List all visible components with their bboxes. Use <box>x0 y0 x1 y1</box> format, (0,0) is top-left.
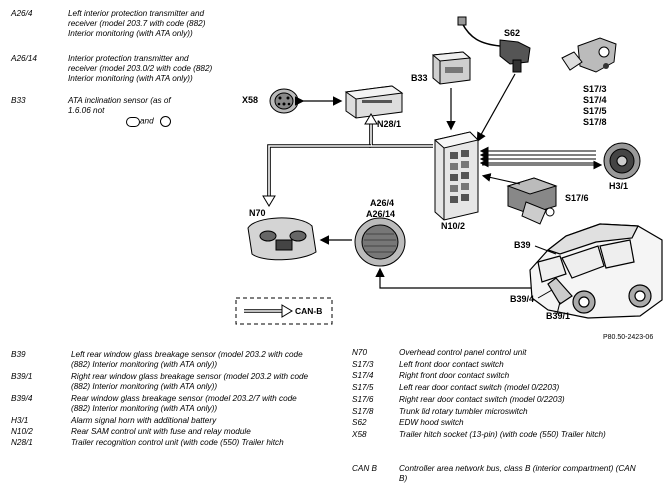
label-b39-1: B39/1 <box>546 311 571 321</box>
label-can-b: CAN-B <box>295 306 323 316</box>
legend-code: B39/1 <box>11 372 33 381</box>
legend-desc: Interior protection transmitter and rece… <box>68 54 213 84</box>
label-b33: B33 <box>411 73 428 83</box>
inclination-sensor-b33-icon <box>431 51 472 85</box>
legend-s17-4: S17/4 Right front door contact switch <box>352 371 652 382</box>
legend-code: S62 <box>352 418 367 427</box>
legend-desc: Right rear door contact switch (model 0/… <box>399 395 565 404</box>
legend-b33: B33 ATA inclination sensor (as of 1.6.06… <box>11 96 221 128</box>
legend-desc: ATA inclination sensor (as of 1.6.06 not… <box>68 96 188 128</box>
legend-desc-tail: and <box>140 117 154 127</box>
legend-code: B39/4 <box>11 394 33 403</box>
label-a26-4: A26/4 <box>370 198 395 208</box>
legend-b39: B39 Left rear window glass breakage sens… <box>11 350 351 370</box>
station-wagon-icon <box>529 223 663 319</box>
legend-desc: EDW hood switch <box>399 418 464 427</box>
label-s17-3: S17/3 <box>583 84 607 94</box>
interior-protection-a26-icon <box>354 217 406 267</box>
legend-desc: Left front door contact switch <box>399 360 504 369</box>
legend-b39-1: B39/1 Right rear window glass breakage s… <box>11 372 351 392</box>
legend-code: B39 <box>11 350 26 359</box>
rear-sam-control-unit-n10-2-icon <box>433 131 479 221</box>
legend-desc: Right front door contact switch <box>399 371 510 380</box>
figure-reference: P80.50-2423-06 <box>603 334 654 341</box>
legend-code: N10/2 <box>11 427 33 436</box>
label-b39: B39 <box>514 240 531 250</box>
legend-desc: Trailer recognition control unit (with c… <box>71 438 284 447</box>
legend-desc-text: ATA inclination sensor (as of 1.6.06 not <box>68 96 171 116</box>
door-contact-switch-icon <box>561 37 617 73</box>
trailer-control-unit-n28-1-icon <box>344 85 404 119</box>
label-s62: S62 <box>504 28 521 38</box>
legend-s62: S62 EDW hood switch <box>352 418 652 429</box>
legend-s17-5: S17/5 Left rear door contact switch (mod… <box>352 383 652 394</box>
legend-a26-4: A26/4 Left interior protection transmitt… <box>11 9 221 51</box>
legend-desc: Left interior protection transmitter and… <box>68 9 206 39</box>
legend-code: B33 <box>11 96 26 105</box>
legend-desc: Trunk lid rotary tumbler microswitch <box>399 407 528 416</box>
legend-desc: Left rear window glass breakage sensor (… <box>71 350 303 370</box>
label-x58: X58 <box>242 95 259 105</box>
legend-code: N70 <box>352 348 368 357</box>
legend-n10-2: N10/2 Rear SAM control unit with fuse an… <box>11 427 351 438</box>
legend-desc: Overhead control panel control unit <box>399 348 527 357</box>
hood-switch-s62-icon <box>457 16 531 73</box>
legend-desc: Rear SAM control unit with fuse and rela… <box>71 427 251 436</box>
label-h3-1: H3/1 <box>609 181 629 191</box>
label-n10-2: N10/2 <box>441 221 466 231</box>
label-b39-4: B39/4 <box>510 294 535 304</box>
legend-code: S17/3 <box>352 360 374 369</box>
legend-desc: Alarm signal horn with additional batter… <box>71 416 217 425</box>
legend-x58: X58 Trailer hitch socket (13-pin) (with … <box>352 430 652 452</box>
legend-desc: Right rear window glass breakage sensor … <box>71 372 309 392</box>
legend-desc: Controller area network bus, class B (in… <box>399 464 636 484</box>
legend-code: S17/6 <box>352 395 374 404</box>
legend-b39-4: B39/4 Rear window glass breakage sensor … <box>11 394 351 414</box>
legend-code: S17/8 <box>352 407 374 416</box>
legend-code: N28/1 <box>11 438 33 447</box>
alarm-horn-h3-1-icon <box>603 142 641 180</box>
legend-code: H3/1 <box>11 416 29 425</box>
legend-s17-8: S17/8 Trunk lid rotary tumbler microswit… <box>352 407 652 418</box>
circle-badge-icon <box>159 116 171 128</box>
label-s17-5: S17/5 <box>583 106 607 116</box>
legend-can-b: CAN B Controller area network bus, class… <box>352 464 652 486</box>
legend-h3-1: H3/1 Alarm signal horn with additional b… <box>11 416 351 427</box>
legend-code: CAN B <box>352 464 378 473</box>
trunk-switch-s17-6-icon <box>506 177 558 225</box>
label-s17-8: S17/8 <box>583 117 607 127</box>
legend-code: A26/4 <box>11 9 33 18</box>
legend-desc: Left rear door contact switch (model 0/2… <box>399 383 560 392</box>
legend-n70: N70 Overhead control panel control unit <box>352 348 652 359</box>
legend-code: S17/4 <box>352 371 374 380</box>
legend-desc: Trailer hitch socket (13-pin) (with code… <box>399 430 606 439</box>
label-a26-14: A26/14 <box>366 209 396 219</box>
legend-s17-6: S17/6 Right rear door contact switch (mo… <box>352 395 652 406</box>
door-switch-arrows <box>479 146 596 168</box>
legend-code: S17/5 <box>352 383 374 392</box>
model-badge-icon <box>126 116 140 127</box>
legend-s17-3: S17/3 Left front door contact switch <box>352 360 652 371</box>
can-b-legend-icon <box>235 297 333 325</box>
trailer-socket-x58-icon <box>269 88 299 114</box>
label-n28-1: N28/1 <box>377 119 402 129</box>
label-s17-4: S17/4 <box>583 95 607 105</box>
label-s17-6: S17/6 <box>565 193 589 203</box>
legend-code: X58 <box>352 430 367 439</box>
overhead-control-panel-n70-icon <box>247 217 317 261</box>
legend-n28-1: N28/1 Trailer recognition control unit (… <box>11 438 351 458</box>
label-n70: N70 <box>249 208 266 218</box>
legend-code: A26/14 <box>11 54 37 63</box>
legend-a26-14: A26/14 Interior protection transmitter a… <box>11 54 221 96</box>
legend-desc: Rear window glass breakage sensor (model… <box>71 394 297 414</box>
